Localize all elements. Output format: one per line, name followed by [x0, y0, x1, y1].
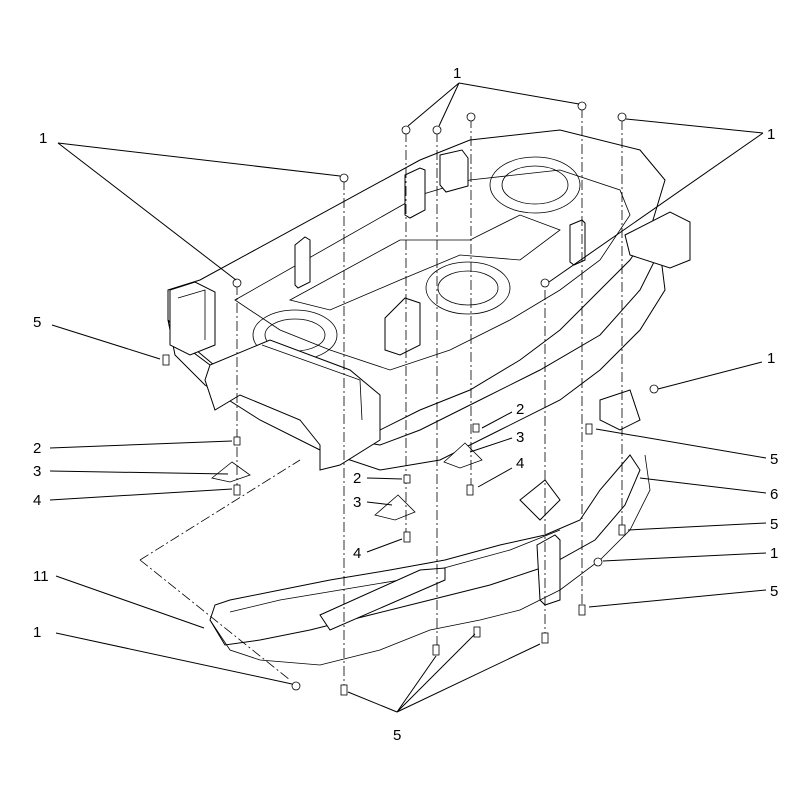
hardware-nuts	[232, 101, 659, 691]
assembly-centerlines	[236, 108, 623, 690]
callout-4-left: 4	[33, 492, 41, 509]
left-bracket	[169, 281, 216, 356]
callout-5-left: 5	[33, 314, 41, 331]
lower-baffle-assembly	[209, 389, 641, 646]
callout-2-mid: 2	[353, 470, 361, 487]
callout-3-mid: 3	[353, 494, 361, 511]
callout-2-left: 2	[33, 440, 41, 457]
callout-6-right: 6	[770, 486, 778, 503]
callout-11-left: 11	[33, 568, 49, 585]
callout-4-center: 4	[516, 455, 524, 472]
callout-1-upper-right: 1	[767, 126, 775, 143]
callout-labels: 1 1 1 5 1 2 3 4 2 3 4 2 3 4 5 6 5 1 5 11…	[33, 65, 778, 744]
right-bracket	[624, 211, 691, 269]
callout-5-right-mid: 5	[770, 516, 778, 533]
callout-1-top: 1	[453, 65, 461, 82]
callout-5-bottom: 5	[393, 727, 401, 744]
callout-1-right-low: 1	[770, 545, 778, 562]
hardware-bolts	[162, 354, 626, 696]
callout-5-right-upper: 5	[770, 451, 778, 468]
callout-2-center: 2	[516, 401, 524, 418]
leader-lines	[49, 82, 767, 713]
callout-3-center: 3	[516, 429, 524, 446]
callout-1-upper-left: 1	[39, 130, 47, 147]
discharge-chute-left	[204, 339, 381, 471]
callout-1-right-mid: 1	[767, 350, 775, 367]
callout-5-right-low: 5	[770, 583, 778, 600]
callout-1-lower-left: 1	[33, 624, 41, 641]
callout-3-left: 3	[33, 463, 41, 480]
lower-skirt-outline	[139, 454, 651, 681]
top-mounting-brackets	[294, 149, 586, 356]
blade-assembly-left	[211, 442, 483, 521]
callout-4-mid: 4	[353, 545, 361, 562]
